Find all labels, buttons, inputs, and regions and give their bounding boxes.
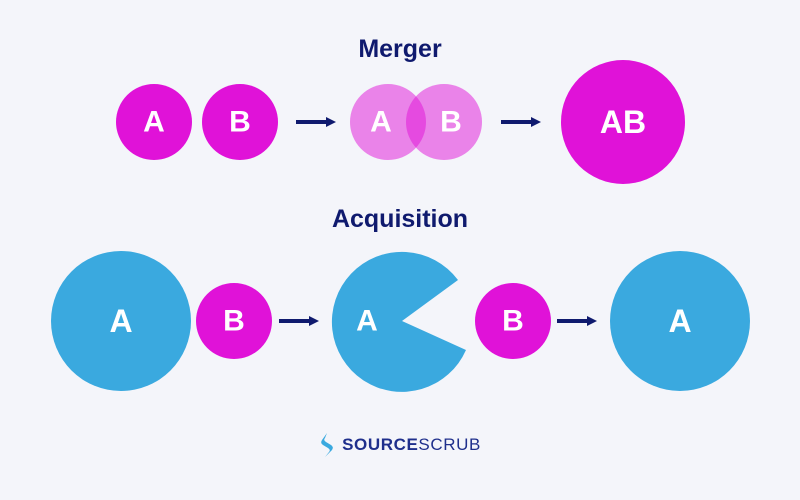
merger-overlap-b-label: B: [440, 106, 462, 139]
target-b-label: B: [223, 305, 245, 338]
acquisition-step-1: A B: [51, 251, 272, 391]
acquirer-result-label: A: [668, 303, 691, 339]
merger-combined-circle: [561, 60, 685, 184]
merger-company-a-label: A: [143, 106, 165, 139]
merger-result: AB: [561, 60, 685, 184]
merger-combined-label: AB: [600, 104, 646, 140]
merger-step-1: A B: [116, 84, 278, 160]
merger-overlap-a-circle: [350, 84, 426, 160]
acquisition-step-2: A B: [331, 251, 551, 392]
target-b-being-acquired-circle: [475, 283, 551, 359]
footer-logo: SOURCESCRUB: [0, 432, 800, 458]
brand-light-text: SCRUB: [418, 435, 481, 454]
acquirer-result-circle: [610, 251, 750, 391]
merger-title: Merger: [358, 35, 442, 63]
merger-step-2: A B: [350, 84, 482, 160]
merger-overlap-b-circle: [406, 84, 482, 160]
sourcescrub-s-icon: [321, 433, 333, 457]
target-b-circle: [196, 283, 272, 359]
acquirer-pacman-shape: [331, 251, 466, 392]
acquirer-a-circle: [51, 251, 191, 391]
merger-overlap-a-label: A: [370, 106, 392, 139]
acquisition-title: Acquisition: [331, 205, 469, 233]
acquisition-result: A: [610, 251, 750, 391]
target-b-being-acquired-label: B: [502, 305, 524, 338]
brand-bold-text: SOURCE: [342, 435, 419, 454]
acquirer-a-label: A: [109, 303, 132, 339]
merger-company-a-circle: [116, 84, 192, 160]
acquirer-pacman-label: A: [356, 305, 378, 338]
brand-wordmark: SOURCESCRUB: [342, 435, 481, 455]
merger-company-b-circle: [202, 84, 278, 160]
merger-company-b-label: B: [229, 106, 251, 139]
